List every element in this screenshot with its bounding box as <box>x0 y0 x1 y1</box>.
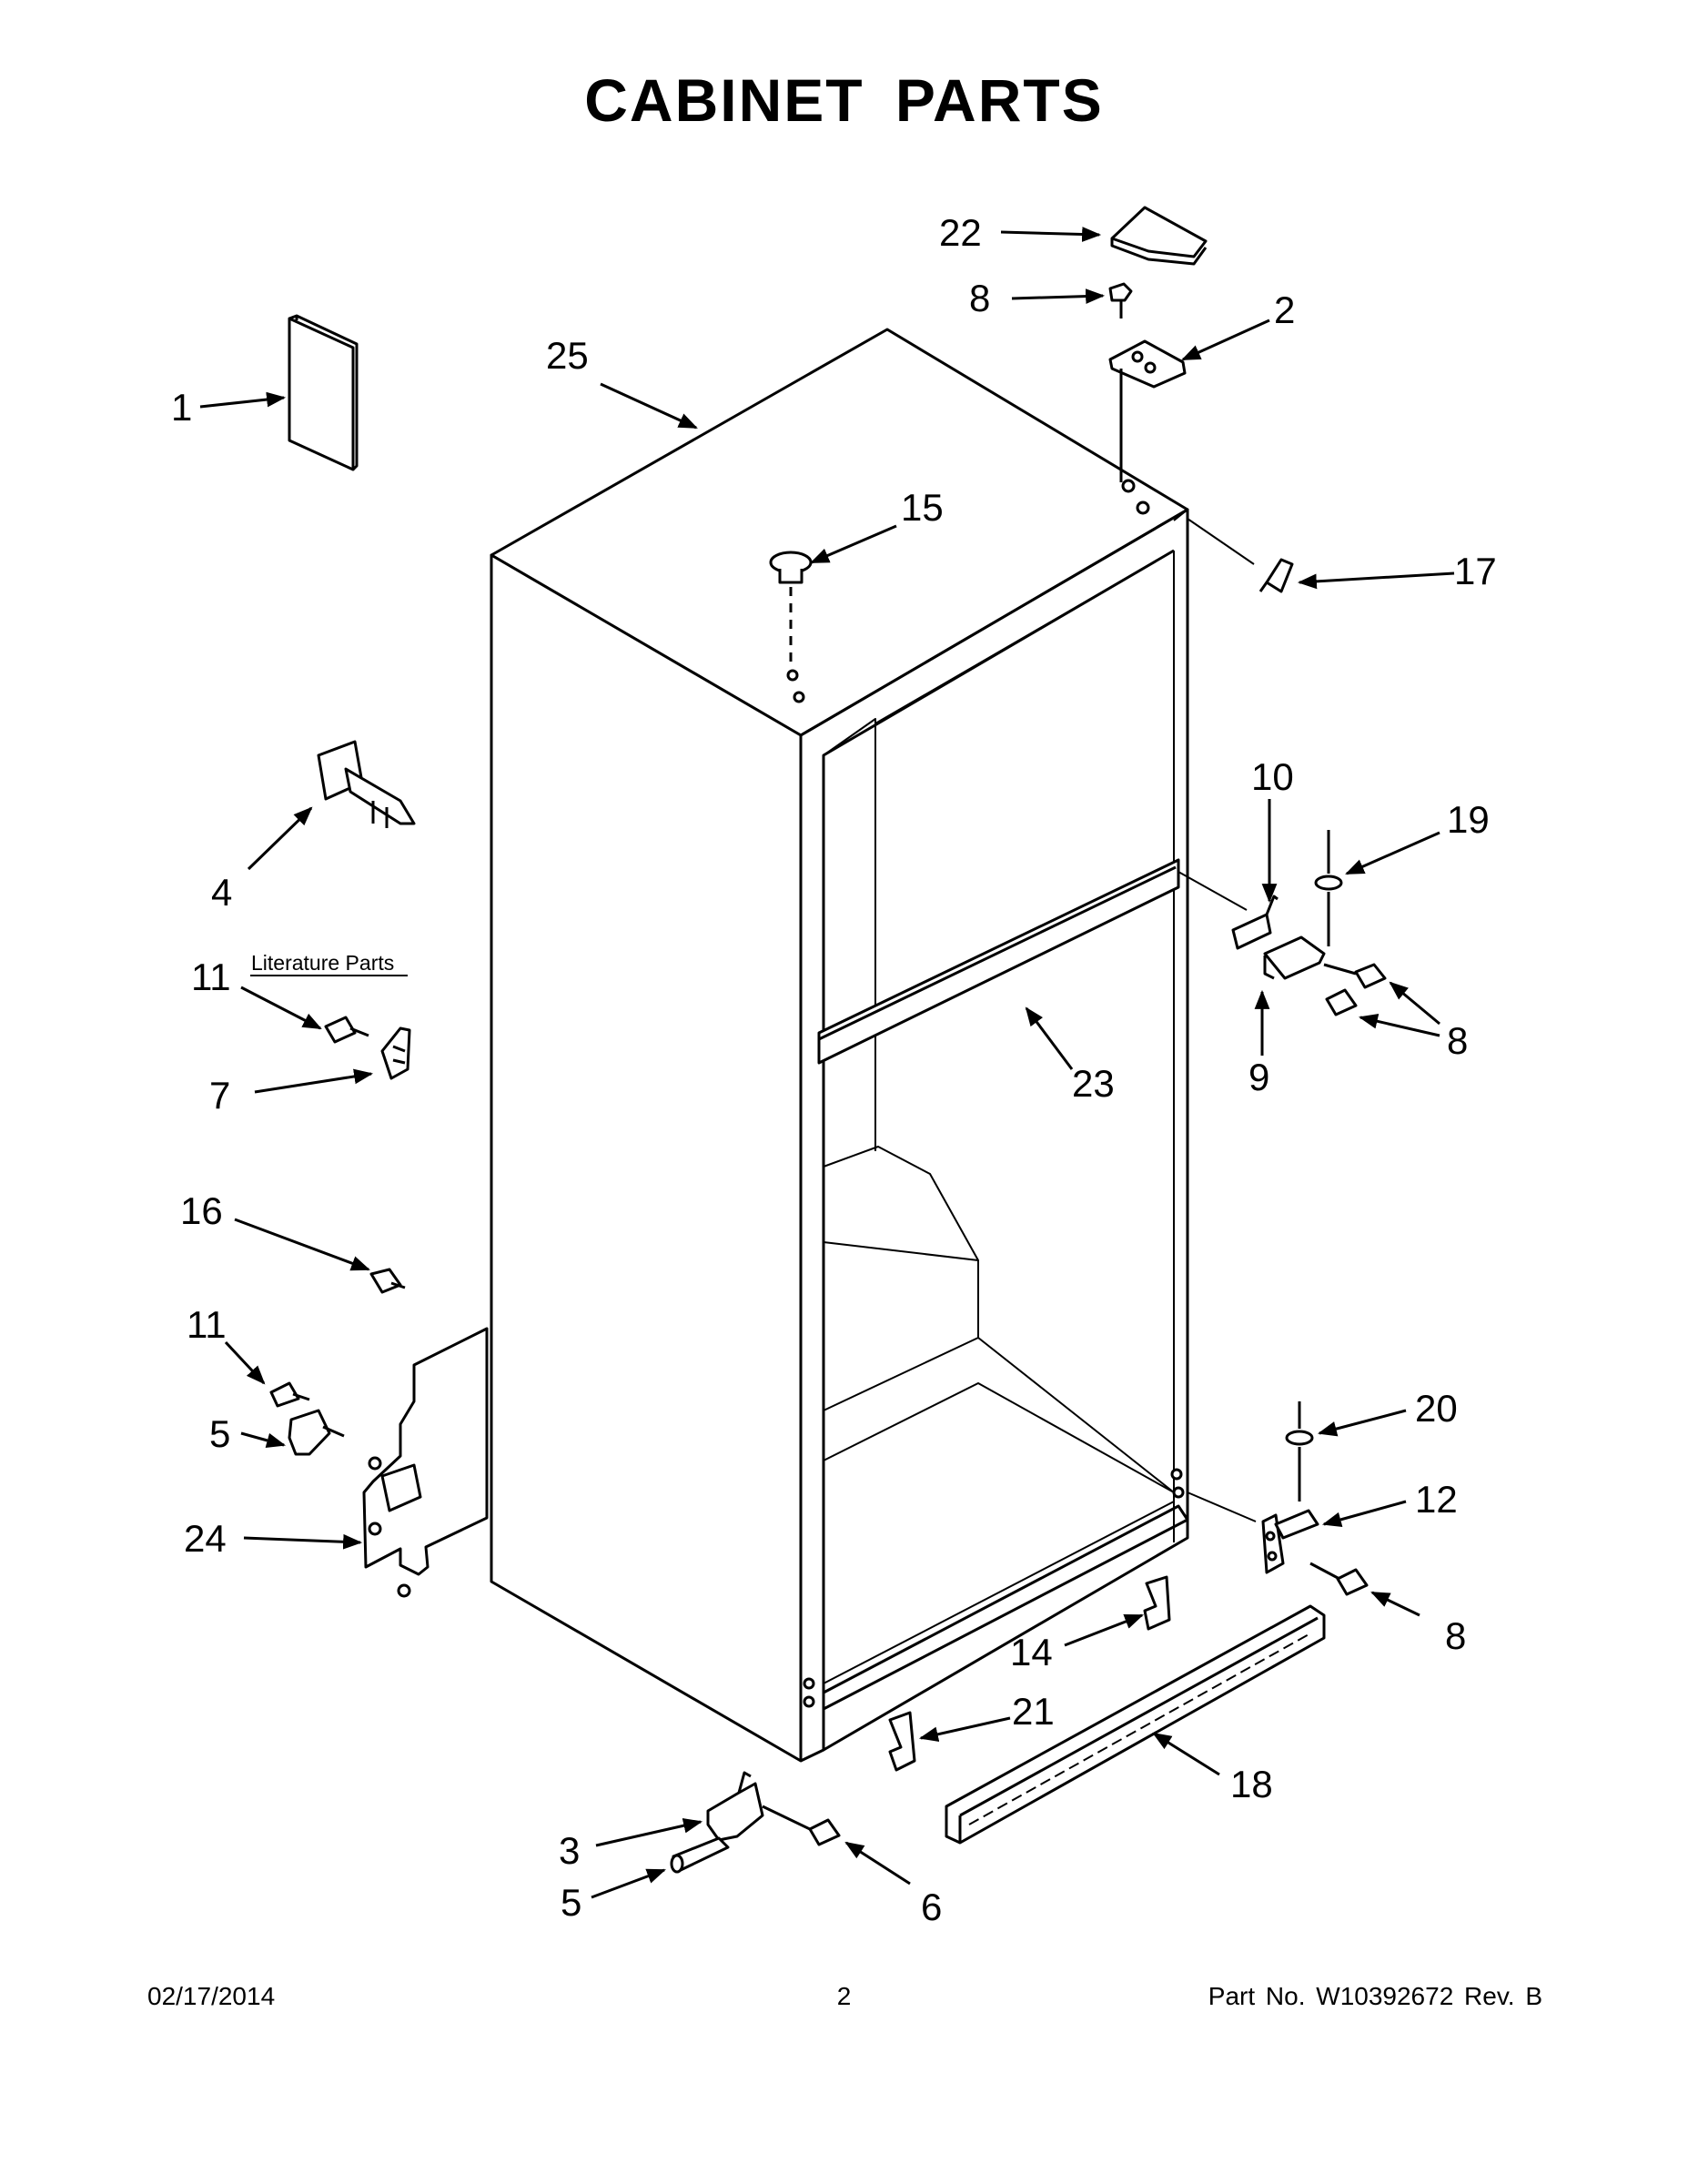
grille-clip-14 <box>1143 1575 1171 1631</box>
callout-4: 4 <box>211 871 232 914</box>
footer-part-number: Part No. W10392672 Rev. B <box>1208 1982 1542 2010</box>
bottom-hinge-12 <box>1261 1509 1319 1574</box>
callout-2: 2 <box>1274 288 1295 331</box>
washer-19 <box>1314 830 1343 946</box>
footer-page-number: 2 <box>836 1982 852 2010</box>
washer-20 <box>1285 1401 1314 1502</box>
screw-11-lower <box>269 1381 310 1408</box>
hinge-cover-top <box>1110 206 1208 266</box>
page-title: CABINET PARTS <box>584 66 1104 134</box>
clamp-bracket-5 <box>288 1409 345 1456</box>
callout-1: 1 <box>171 386 192 429</box>
literature-parts-booklet <box>288 314 359 471</box>
callout-8-center: 8 <box>1447 1019 1468 1062</box>
center-hinge-10 <box>1231 895 1279 950</box>
callout-10: 10 <box>1251 755 1294 798</box>
callout-5-bottom: 5 <box>561 1881 581 1924</box>
toe-grille <box>945 1604 1326 1845</box>
footer-date: 02/17/2014 <box>147 1982 276 2010</box>
callout-14: 14 <box>1010 1631 1053 1673</box>
center-hinge-9 <box>1263 935 1326 980</box>
callout-8-bottom: 8 <box>1445 1614 1466 1657</box>
grille-clip-21 <box>888 1711 916 1772</box>
callout-20: 20 <box>1415 1387 1458 1430</box>
callout-11-lower: 11 <box>187 1303 227 1346</box>
callout-6: 6 <box>921 1886 942 1928</box>
callout-9: 9 <box>1248 1056 1269 1098</box>
callout-15: 15 <box>901 486 944 529</box>
callout-25: 25 <box>546 334 589 377</box>
screw-16 <box>369 1268 406 1294</box>
hinge-clip-17 <box>1258 558 1294 593</box>
screw-6 <box>762 1805 841 1846</box>
leveling-pin-5 <box>670 1836 730 1874</box>
callout-8-top: 8 <box>969 277 990 319</box>
callout-11-upper: 11 <box>191 956 231 998</box>
callout-5-left: 5 <box>209 1412 230 1455</box>
top-hinge <box>1108 339 1187 482</box>
callout-17: 17 <box>1454 550 1497 592</box>
literature-parts-label: Literature Parts <box>251 951 394 975</box>
callout-21: 21 <box>1012 1690 1055 1733</box>
screw-top-hinge <box>1108 282 1133 318</box>
leader-lines <box>199 227 1455 1899</box>
callout-12: 12 <box>1415 1478 1458 1521</box>
screw-11-upper <box>324 1016 369 1044</box>
callout-23: 23 <box>1072 1062 1115 1105</box>
door-stop-pin <box>317 740 416 828</box>
leveling-bracket-3 <box>706 1771 764 1842</box>
callout-22: 22 <box>939 211 982 254</box>
callout-16: 16 <box>180 1189 223 1232</box>
screws-8-center <box>1323 963 1387 1016</box>
screw-8-bottom <box>1309 1562 1369 1596</box>
callout-18: 18 <box>1230 1763 1273 1805</box>
top-plug-button <box>769 551 813 669</box>
callout-24: 24 <box>184 1517 227 1560</box>
callout-7: 7 <box>209 1074 230 1117</box>
stop-bracket-7 <box>380 1026 411 1080</box>
callout-19: 19 <box>1447 798 1490 841</box>
cabinet-body <box>490 328 1189 1763</box>
callout-3: 3 <box>559 1829 580 1872</box>
lower-back-panel <box>362 1327 489 1598</box>
